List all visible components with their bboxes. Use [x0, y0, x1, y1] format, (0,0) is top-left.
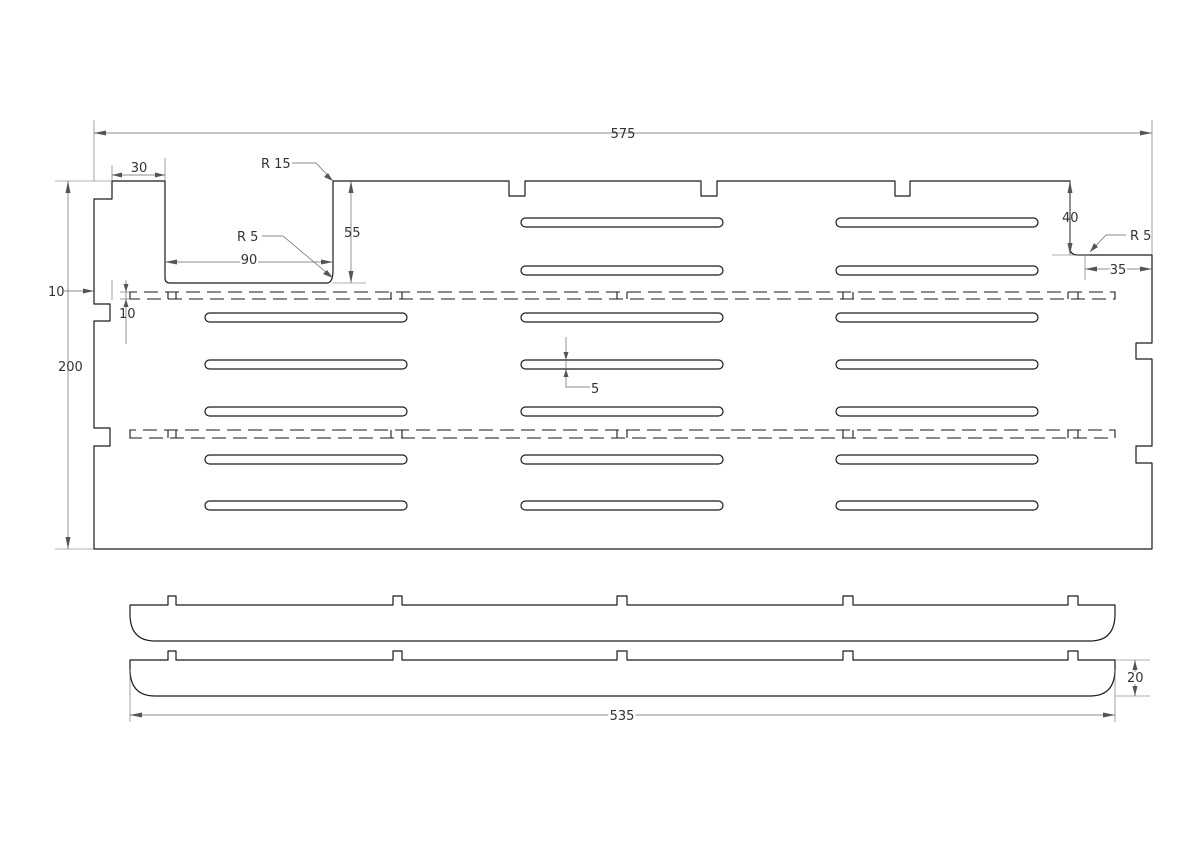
dim-cutout-depth-label: 55	[344, 226, 361, 241]
dim-notch-width-label: 30	[131, 161, 148, 176]
dim-overall-length: 575	[93, 120, 1153, 255]
dim-slot-width: 5	[563, 337, 599, 397]
dim-tab-height: 10	[119, 280, 136, 344]
slot	[835, 406, 1039, 417]
dim-rail-height: 20	[1115, 659, 1150, 697]
dim-tab-height-label: 10	[119, 307, 136, 322]
dim-cutout-depth: 55	[333, 181, 366, 284]
slot	[835, 454, 1039, 465]
slot	[835, 217, 1039, 228]
slot	[204, 454, 408, 465]
slot	[204, 500, 408, 511]
slot	[835, 500, 1039, 511]
dim-slot-width-label: 5	[591, 382, 599, 397]
slot	[835, 312, 1039, 323]
dim-overall-length-label: 575	[611, 127, 636, 142]
hidden-rail-upper	[129, 291, 1116, 300]
dim-height: 200	[55, 180, 112, 550]
dim-rail-length-label: 535	[610, 709, 635, 724]
slot	[204, 312, 408, 323]
dim-end-step-depth: 40	[1052, 181, 1090, 256]
dim-cutout-width: 90	[165, 251, 333, 270]
dim-tab-offset: 10	[48, 280, 113, 300]
slot	[835, 359, 1039, 370]
rail-view-lower	[129, 650, 1116, 697]
dim-radius-inner: R 5	[237, 230, 334, 279]
slot	[520, 359, 724, 370]
dim-height-label: 200	[58, 360, 83, 375]
dim-end-step-depth-label: 40	[1062, 211, 1079, 226]
dim-end-radius-label: R 5	[1130, 229, 1151, 244]
hidden-rail-lower	[129, 429, 1116, 439]
slot	[204, 359, 408, 370]
slot	[835, 265, 1039, 276]
slot	[520, 265, 724, 276]
dim-end-step-width-label: 35	[1110, 263, 1127, 278]
dim-tab-offset-label: 10	[48, 285, 65, 300]
dim-radius-inner-label: R 5	[237, 230, 258, 245]
slot	[520, 217, 724, 228]
dim-notch-width: 30	[111, 158, 166, 181]
dim-cutout-width-label: 90	[241, 253, 258, 268]
main-panel-outline	[93, 180, 1153, 550]
dim-end-radius: R 5	[1089, 229, 1151, 253]
slot	[520, 454, 724, 465]
slot	[204, 406, 408, 417]
dim-rail-length: 535	[129, 669, 1116, 727]
dim-radius-outer-label: R 15	[261, 157, 291, 172]
slot	[520, 312, 724, 323]
slot	[520, 500, 724, 511]
slot	[520, 406, 724, 417]
dim-radius-outer: R 15	[261, 157, 334, 182]
rail-view-upper	[129, 595, 1116, 642]
dim-end-step-width: 35	[1084, 255, 1152, 280]
slot-grid	[204, 217, 1039, 511]
dim-rail-height-label: 20	[1127, 671, 1144, 686]
